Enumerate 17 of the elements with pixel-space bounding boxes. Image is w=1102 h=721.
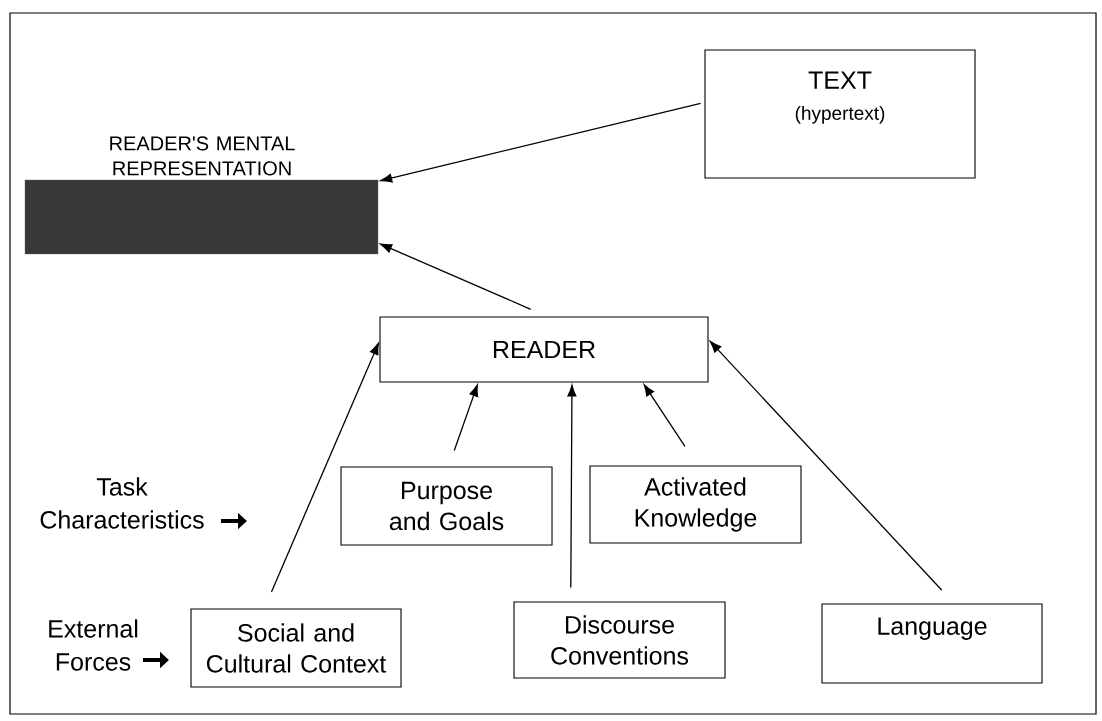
arrow [709,341,943,591]
row-label: External Forces [49,619,138,671]
box: Purpose and Goals [340,466,553,546]
bar-heading: READER'S MENTAL REPRESENTATION [110,136,295,176]
arrow [453,384,479,452]
box: Social and Cultural Context [190,608,402,688]
arrow [567,384,577,589]
row-label: Task Characteristics [40,477,204,529]
box: READER [379,316,709,383]
box: Discourse Conventions [513,601,726,679]
arrow [380,243,532,310]
arrow [380,102,702,183]
arrow [643,384,686,447]
box: Language [821,603,1043,684]
box: Activated Knowledge [589,465,802,544]
arrow [270,342,379,593]
box: TEXT (hypertext) [704,49,976,179]
